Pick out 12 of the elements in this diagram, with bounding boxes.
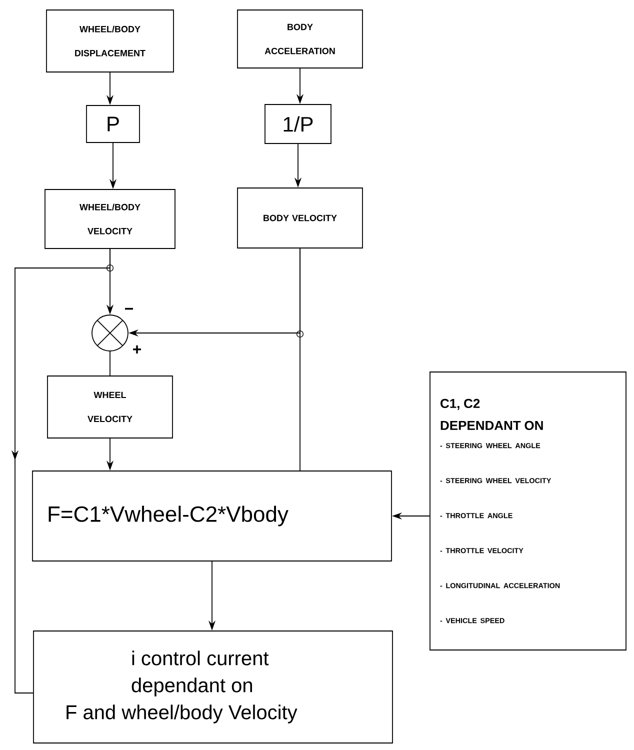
output-box: i control current dependant on F and wheel/body Velocity xyxy=(33,630,393,744)
process-box: BODY VELOCITY xyxy=(237,188,363,248)
sign-label: + xyxy=(133,345,142,354)
operator-box: 1/P xyxy=(264,104,332,144)
process-box: BODY ACCELERATION xyxy=(237,10,363,68)
summing-junction xyxy=(92,314,128,352)
sign-label: − xyxy=(124,308,134,310)
process-box: WHEEL VELOCITY xyxy=(47,376,173,438)
process-box: WHEEL/BODY DISPLACEMENT xyxy=(46,10,174,72)
process-box: WHEEL/BODY VELOCITY xyxy=(44,189,176,249)
operator-box: P xyxy=(86,105,140,143)
equation-box: F=C1*Vwheel-C2*Vbody xyxy=(32,470,392,562)
